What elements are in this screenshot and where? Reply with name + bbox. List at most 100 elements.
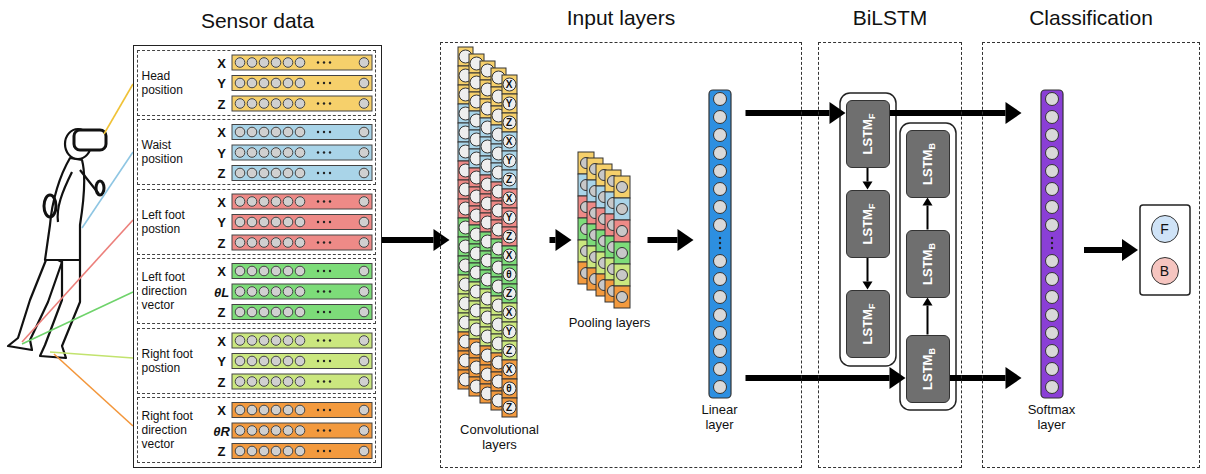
- neuron: [714, 147, 727, 160]
- ellipsis-dot: [323, 450, 325, 452]
- data-cell: [271, 217, 281, 227]
- ellipsis-dot: [329, 290, 331, 292]
- axis-label: Y: [211, 146, 233, 161]
- data-cell: [271, 168, 281, 178]
- ellipsis-dot: [1051, 242, 1053, 244]
- cell-letter: Z: [502, 401, 516, 414]
- data-cell: [271, 266, 281, 276]
- data-cell: [271, 356, 281, 366]
- feature-map-node: [503, 78, 516, 91]
- ellipsis-dot: [323, 131, 325, 133]
- ellipsis-dot: [323, 380, 325, 382]
- group-label: Left foot postion: [142, 190, 212, 254]
- data-cell: [235, 426, 245, 436]
- lstm-direction: B: [926, 243, 936, 250]
- ellipsis-dot: [329, 360, 331, 362]
- feature-map-node: [503, 268, 516, 281]
- neuron: [1046, 363, 1059, 376]
- data-cell: [235, 127, 245, 137]
- linear-column: [709, 90, 731, 398]
- cell-letter: Z: [502, 230, 516, 243]
- softmax-column: [1041, 90, 1063, 398]
- data-cell: [247, 356, 257, 366]
- data-cell: [295, 58, 305, 68]
- data-cell: [283, 217, 293, 227]
- ellipsis-dot: [329, 339, 331, 341]
- data-cell: [247, 307, 257, 317]
- ellipsis-dot: [329, 221, 331, 223]
- feature-map-node: [503, 325, 516, 338]
- data-cell: [247, 336, 257, 346]
- cell-letter: Y: [502, 211, 516, 224]
- neuron: [714, 219, 727, 232]
- neuron: [714, 93, 727, 106]
- data-cell: [283, 377, 293, 387]
- connector-line: [890, 110, 1006, 116]
- connector-line: [867, 258, 869, 282]
- ellipsis-dot: [329, 102, 331, 104]
- cell-letter: X: [502, 78, 516, 91]
- data-cell: [295, 127, 305, 137]
- ellipsis-dot: [719, 237, 721, 239]
- connector: [746, 102, 846, 124]
- data-cell: [235, 307, 245, 317]
- feature-map-node: [503, 249, 516, 262]
- data-cell: [271, 426, 281, 436]
- data-cell: [259, 168, 269, 178]
- connector: [923, 298, 933, 335]
- data-cell: [283, 99, 293, 109]
- arrow-head: [890, 367, 906, 389]
- person-figure: [8, 129, 106, 358]
- torso: [45, 158, 84, 260]
- cell-letter: Z: [502, 173, 516, 186]
- arrow-head: [830, 102, 846, 124]
- cell-letter: Y: [502, 325, 516, 338]
- ellipsis-dot: [719, 242, 721, 244]
- lstm-name: LSTM: [859, 309, 874, 344]
- data-bar: [232, 264, 372, 279]
- data-cell: [235, 287, 245, 297]
- layer-column: Softmax layer: [1022, 88, 1082, 438]
- data-bar: [232, 403, 372, 418]
- axis-label: X: [211, 264, 233, 279]
- data-cell: [359, 287, 369, 297]
- lstm-direction: B: [926, 348, 936, 355]
- layer-column: Linear layer: [694, 88, 746, 438]
- connector-line: [867, 168, 869, 182]
- data-cell: [295, 217, 305, 227]
- class-output: B: [1151, 257, 1179, 285]
- sensor-group: Right foot direction vectorXθRZ: [137, 397, 376, 463]
- ellipsis-dot: [323, 61, 325, 63]
- ellipsis-dot: [323, 82, 325, 84]
- data-cell: [247, 58, 257, 68]
- data-cell: [283, 356, 293, 366]
- data-cell: [283, 266, 293, 276]
- pooling-cell: [614, 242, 630, 264]
- leader-line: [50, 352, 133, 358]
- data-cell: [271, 336, 281, 346]
- data-cell: [283, 58, 293, 68]
- data-cell: [247, 426, 257, 436]
- ellipsis-dot: [317, 61, 319, 63]
- data-cell: [247, 217, 257, 227]
- data-cell: [283, 197, 293, 207]
- lstm-cell: LSTMF: [846, 290, 890, 358]
- data-cell: [259, 446, 269, 456]
- ellipsis-dot: [317, 339, 319, 341]
- ellipsis-dot: [317, 450, 319, 452]
- axis-label: Y: [211, 215, 233, 230]
- feature-map-cell: [502, 246, 517, 265]
- pooling-cell: [614, 220, 630, 242]
- section-box: BiLSTMLSTMFLSTMFLSTMFLSTMBLSTMBLSTMB: [818, 42, 962, 468]
- section-box: Input layersConvolutional layersXYZXYZXY…: [440, 42, 802, 468]
- data-cell: [295, 426, 305, 436]
- ellipsis-dot: [317, 311, 319, 313]
- class-label: B: [1152, 258, 1178, 284]
- ellipsis-dot: [323, 172, 325, 174]
- class-output: F: [1151, 215, 1179, 243]
- data-cell: [247, 446, 257, 456]
- ellipsis-dot: [317, 360, 319, 362]
- data-bar: [232, 284, 372, 299]
- ellipsis-dot: [317, 429, 319, 431]
- data-cell: [259, 99, 269, 109]
